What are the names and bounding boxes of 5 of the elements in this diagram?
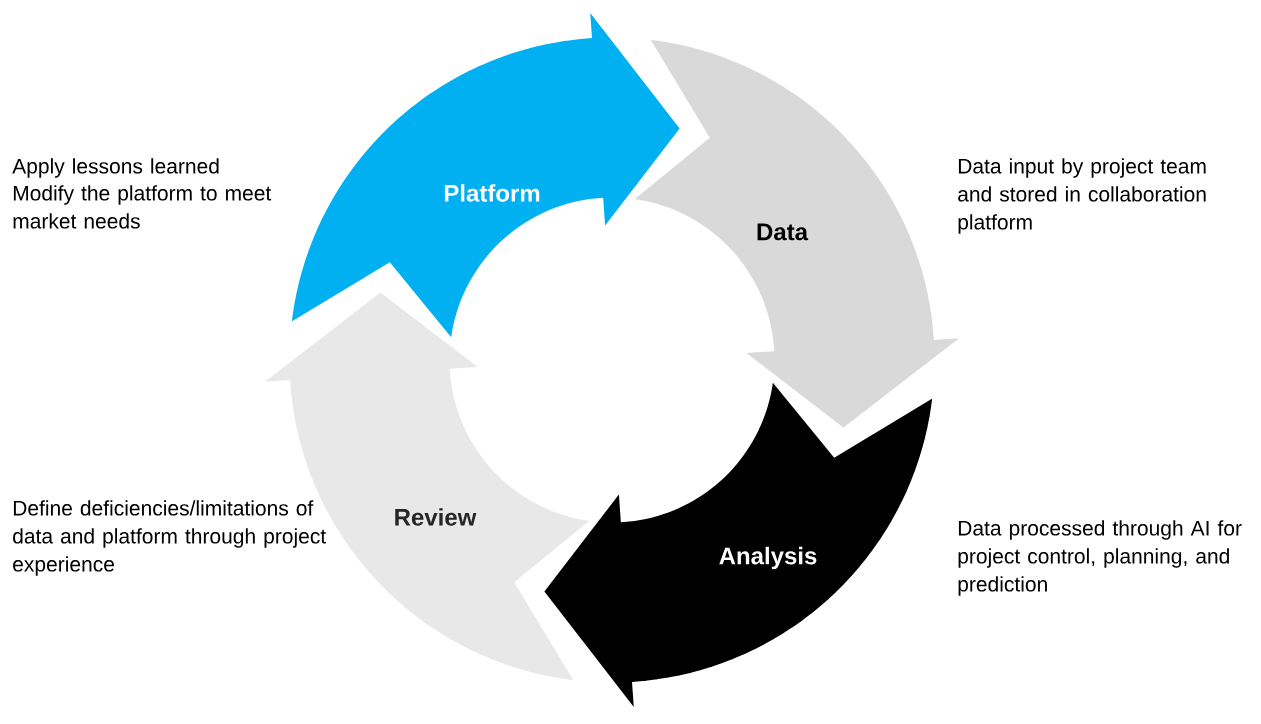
description-text: Data input by project team and stored in collaboration platform [958,158,1206,234]
description-text: Define deficiencies/limitations of data and platform through project experience [13,500,326,576]
description-text: Apply lessons learned [12,158,219,178]
description-text: Data processed through AI for project control, planning, and prediction [958,520,1242,596]
description-text: Modify the platform to meet market needs [13,185,272,229]
